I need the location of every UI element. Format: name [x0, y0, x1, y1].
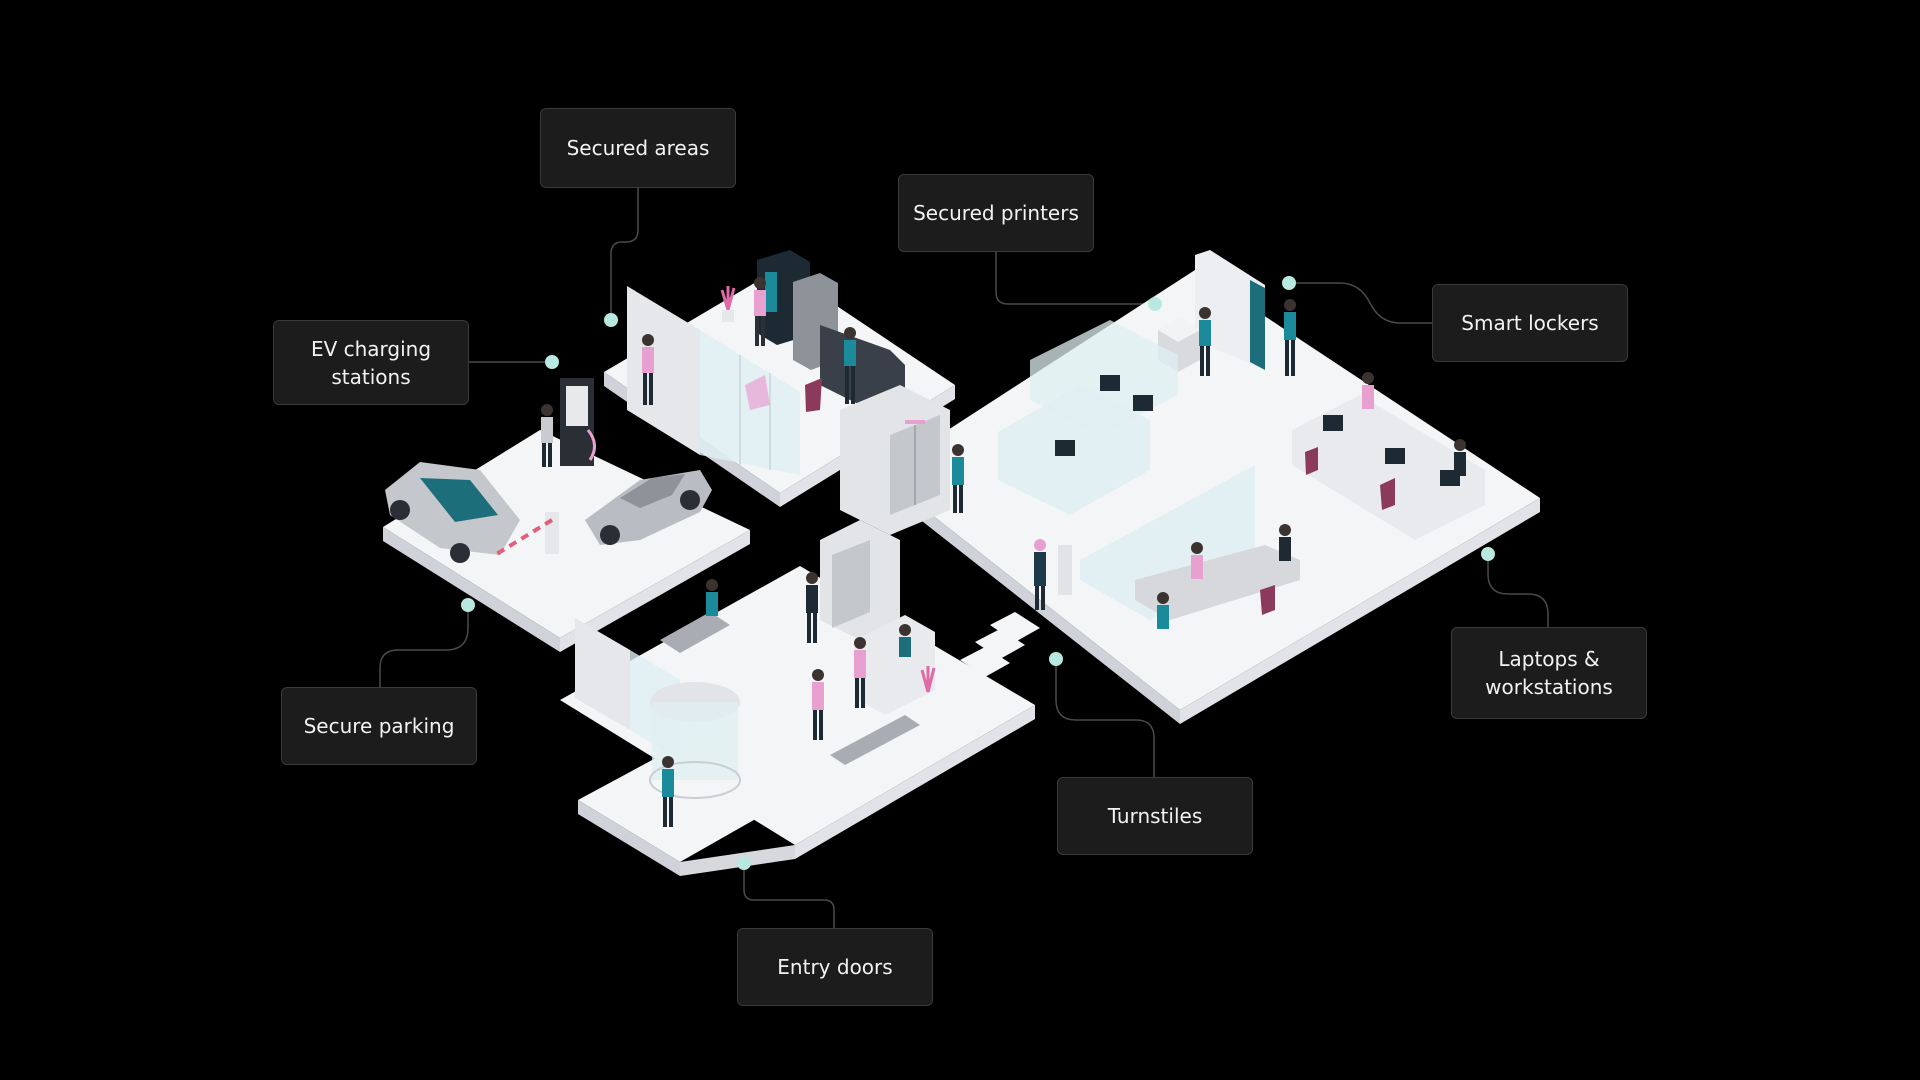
person-lobby-1: [806, 572, 818, 643]
person-printer: [1199, 307, 1211, 376]
person-entry: [662, 756, 674, 827]
label-turnstiles-text: Turnstiles: [1107, 804, 1203, 828]
label-secured-areas-text: Secured areas: [566, 136, 710, 160]
car-gray-sedan: [585, 470, 712, 545]
label-laptops-line1: Laptops &: [1498, 647, 1600, 671]
elevator-tower: [840, 385, 950, 535]
person-ev: [541, 404, 553, 467]
connector-lines: [379, 188, 1549, 928]
label-laptops-line2: workstations: [1485, 675, 1613, 699]
lobby-platform: [560, 520, 1035, 876]
office-platform: [840, 250, 1540, 724]
ev-charger: [560, 378, 596, 466]
label-ev-charging[interactable]: EV charging stations: [273, 320, 469, 405]
label-secured-printers-text: Secured printers: [913, 201, 1079, 225]
person-lobby-3: [812, 669, 824, 740]
label-secure-parking-text: Secure parking: [303, 714, 455, 738]
label-laptops-workstations[interactable]: Laptops & workstations: [1451, 627, 1647, 719]
person-elevator: [952, 444, 964, 513]
person-vending: [754, 277, 766, 346]
person-counter: [844, 327, 856, 404]
person-reception: [899, 624, 911, 657]
label-turnstiles[interactable]: Turnstiles: [1057, 777, 1253, 855]
car-convertible: [385, 462, 520, 563]
meeting-room: [1080, 465, 1300, 629]
label-ev-charging-line1: EV charging: [310, 336, 432, 361]
label-entry-doors[interactable]: Entry doors: [737, 928, 933, 1006]
label-smart-lockers[interactable]: Smart lockers: [1432, 284, 1628, 362]
label-entry-doors-text: Entry doors: [777, 955, 893, 979]
label-smart-lockers-text: Smart lockers: [1461, 311, 1599, 335]
person-lobby-2: [854, 637, 866, 708]
smart-lockers: [1195, 250, 1265, 370]
label-ev-charging-line2: stations: [331, 364, 411, 389]
person-locker: [1284, 299, 1296, 376]
label-secure-parking[interactable]: Secure parking: [281, 687, 477, 765]
cubicles: [998, 320, 1178, 515]
person-bench: [706, 579, 718, 616]
label-secured-printers[interactable]: Secured printers: [898, 174, 1094, 252]
person-secured-door: [642, 334, 654, 405]
parking-platform: [383, 378, 750, 652]
workstations-right: [1292, 372, 1485, 540]
label-secured-areas[interactable]: Secured areas: [540, 108, 736, 188]
stairs: [960, 612, 1040, 677]
person-turnstile: [1034, 539, 1072, 610]
hotspot-dots: [461, 276, 1495, 870]
